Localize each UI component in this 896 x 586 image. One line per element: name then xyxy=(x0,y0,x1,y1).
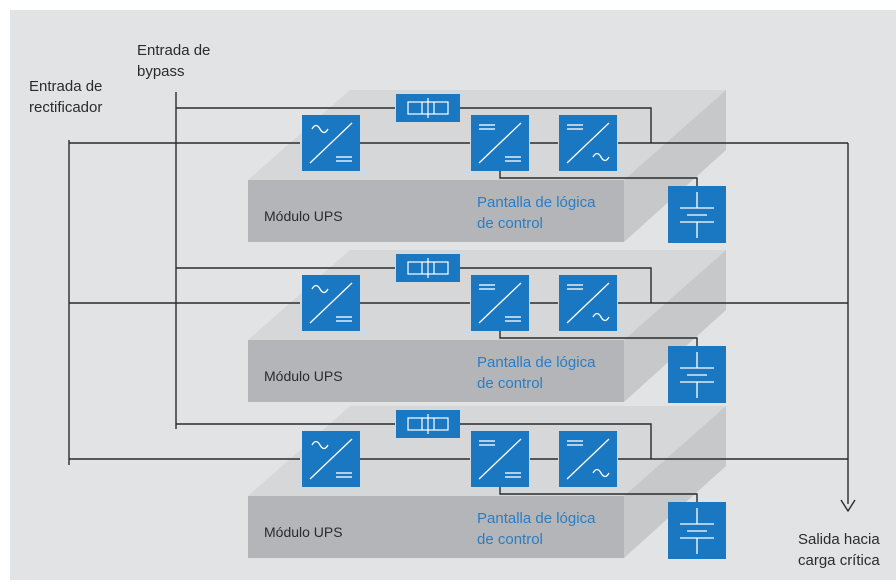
logic-panel-label: Pantalla de lógica de control xyxy=(477,354,596,392)
module-name: Módulo UPS xyxy=(264,368,343,384)
module-side-face xyxy=(624,90,726,242)
battery-icon xyxy=(668,502,726,559)
logic-panel-label: Pantalla de lógica de control xyxy=(477,510,596,548)
dc-dc-converter-icon xyxy=(471,431,529,487)
bypass-output-wire xyxy=(460,107,652,143)
static-switch-icon xyxy=(396,410,460,438)
inverter-icon xyxy=(559,431,617,487)
module-front-face xyxy=(248,340,624,402)
bypass-input-label: Entrada de bypass xyxy=(137,42,211,80)
battery-icon xyxy=(668,346,726,403)
battery-wire xyxy=(499,486,698,502)
dc-dc-converter-icon xyxy=(471,275,529,331)
components-layer xyxy=(302,94,726,559)
module-front-face xyxy=(248,496,624,558)
module-name: Módulo UPS xyxy=(264,208,343,224)
module-side-face xyxy=(624,406,726,558)
wires-layer xyxy=(68,92,856,513)
static-switch-icon xyxy=(396,254,460,282)
rectifier-icon xyxy=(302,431,360,487)
static-switch-icon xyxy=(396,94,460,122)
battery-wire xyxy=(499,170,698,186)
module-name: Módulo UPS xyxy=(264,524,343,540)
battery-wire xyxy=(499,330,698,346)
dc-dc-converter-icon xyxy=(471,115,529,171)
module-front-face xyxy=(248,180,624,242)
bypass-output-wire xyxy=(460,423,652,459)
battery-icon xyxy=(668,186,726,243)
rectifier-input-label: Entrada de rectificador xyxy=(29,78,103,116)
bypass-output-wire xyxy=(460,267,652,303)
module-side-face xyxy=(624,250,726,402)
output-label: Salida hacia carga crítica xyxy=(798,531,880,569)
rectifier-icon xyxy=(302,275,360,331)
rectifier-icon xyxy=(302,115,360,171)
inverter-icon xyxy=(559,115,617,171)
logic-panel-label: Pantalla de lógica de control xyxy=(477,194,596,232)
inverter-icon xyxy=(559,275,617,331)
output-arrow-icon xyxy=(840,499,856,513)
